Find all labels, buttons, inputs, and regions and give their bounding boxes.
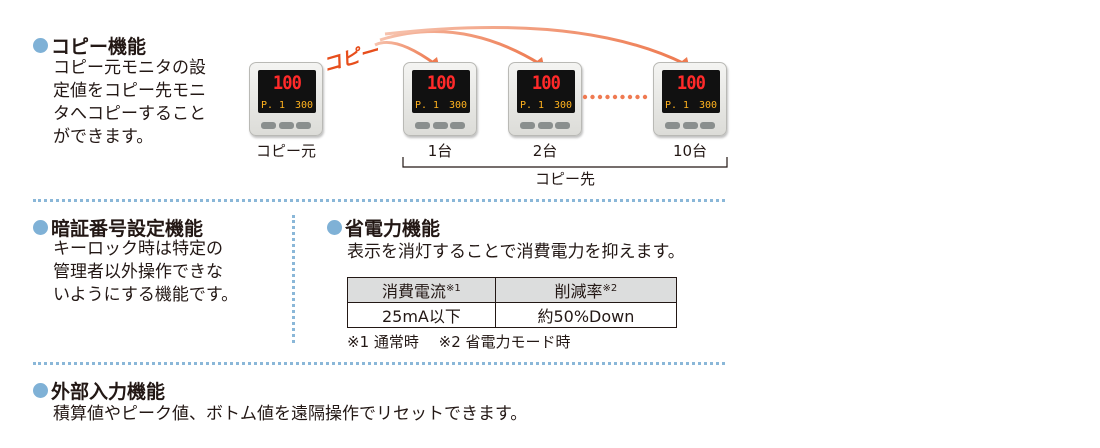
- pin-line: キーロック時は特定の: [53, 239, 223, 259]
- pin-heading: 暗証番号設定機能: [33, 214, 203, 241]
- monitor-screen: 100 P. 1 300: [258, 70, 316, 113]
- monitor-sub-label: P. 1: [261, 100, 286, 111]
- bullet-icon: [33, 383, 48, 398]
- ellipsis-dot: [612, 94, 618, 100]
- power-spec-table: 消費電流※1 削減率※2 25mA以下 約50%Down: [347, 277, 678, 328]
- bullet-icon: [33, 220, 48, 235]
- table-header-row: 消費電流※1 削減率※2: [347, 277, 678, 303]
- copy-description: コピー元モニタの設 定値をコピー先モニ タへコピーすること ができます。: [53, 57, 206, 149]
- copy-line: ができます。: [53, 127, 154, 147]
- ellipsis-dot: [620, 94, 625, 100]
- monitor-key: [520, 122, 535, 129]
- ellipsis-dot: [605, 94, 610, 100]
- pin-line: 管理者以外操作できな: [53, 262, 223, 282]
- target10-label: 10台: [672, 142, 708, 160]
- targets-bracket: [402, 157, 728, 168]
- monitor-sub-value: 300: [698, 100, 717, 111]
- monitor-key: [296, 122, 311, 129]
- ellipsis-dot: [642, 94, 648, 100]
- target1-label: 1台: [427, 142, 453, 160]
- arrow-to-target1: [374, 40, 436, 66]
- monitor-sub-value: 300: [448, 100, 467, 111]
- copy-line: タへコピーすること: [53, 104, 206, 124]
- monitor-sub-label: P. 1: [415, 100, 440, 111]
- monitor-sub-label: P. 1: [665, 100, 690, 111]
- ellipsis-dot: [597, 94, 603, 100]
- monitor-key: [278, 122, 294, 129]
- monitor-main-value: 100: [676, 72, 706, 94]
- monitor-key: [665, 122, 680, 129]
- copy-line: コピー元モニタの設: [53, 58, 206, 78]
- monitor-screen: 100 P. 1 300: [517, 70, 575, 113]
- monitor-screen: 100 P. 1 300: [412, 70, 470, 113]
- ellipsis-dots: [582, 94, 648, 100]
- source-label: コピー元: [255, 142, 316, 160]
- ellipsis-dot: [627, 94, 633, 100]
- monitor-key: [450, 122, 465, 129]
- monitor-main-value: 100: [426, 72, 456, 94]
- current-value-cell: 25mA以下: [347, 302, 496, 328]
- monitor-main-value: 100: [272, 72, 302, 94]
- section-divider: [33, 199, 725, 202]
- copy-title: コピー機能: [51, 36, 147, 58]
- power-description: 表示を消灯することで消費電力を抑えます。: [347, 242, 685, 262]
- monitor-main-value: 100: [531, 72, 561, 94]
- note-mark-1: ※1: [446, 283, 461, 294]
- monitor-key: [537, 122, 553, 129]
- monitor-sub-value: 300: [553, 100, 572, 111]
- section-divider: [33, 362, 725, 365]
- monitor-key: [432, 122, 448, 129]
- table-row: 25mA以下 約50%Down: [347, 302, 678, 328]
- current-header-text: 消費電流: [382, 282, 447, 301]
- arrow-to-target10: [384, 25, 686, 66]
- power-heading: 省電力機能: [327, 214, 440, 241]
- monitor-key: [261, 122, 276, 129]
- bullet-icon: [327, 220, 342, 235]
- monitor-sub-label: P. 1: [520, 100, 545, 111]
- reduction-header-text: 削減率: [554, 282, 603, 301]
- input-description: 積算値やピーク値、ボトム値を遠隔操作でリセットできます。: [53, 404, 528, 424]
- input-heading: 外部入力機能: [33, 377, 165, 404]
- power-title: 省電力機能: [345, 218, 441, 240]
- table-header-reduction: 削減率※2: [494, 277, 678, 303]
- monitor-key: [682, 122, 698, 129]
- pin-description: キーロック時は特定の 管理者以外操作できな いようにする機能です。: [53, 238, 238, 307]
- monitor-screen: 100 P. 1 300: [662, 70, 720, 113]
- monitor-key: [415, 122, 430, 129]
- ellipsis-dot: [590, 94, 595, 100]
- table-header-current: 消費電流※1: [347, 277, 496, 303]
- power-notes: ※1 通常時 ※2 省電力モード時: [347, 333, 571, 351]
- ellipsis-dot: [635, 94, 640, 100]
- reduction-value-cell: 約50%Down: [494, 302, 678, 328]
- note-mark-2: ※2: [602, 283, 618, 294]
- monitor-key: [700, 122, 715, 129]
- arrow-to-target2: [379, 30, 541, 66]
- bullet-icon: [33, 38, 48, 53]
- pin-line: いようにする機能です。: [53, 285, 239, 305]
- targets-label: コピー先: [534, 170, 595, 188]
- target2-label: 2台: [532, 142, 558, 160]
- source-monitor: 100 P. 1 300: [249, 62, 323, 136]
- copy-heading: コピー機能: [33, 32, 146, 59]
- monitor-sub-value: 300: [294, 100, 313, 111]
- target-monitor-1: 100 P. 1 300: [403, 62, 477, 136]
- copy-arrow-label: コピー: [320, 40, 382, 77]
- pin-title: 暗証番号設定機能: [51, 218, 204, 240]
- column-divider: [292, 215, 295, 343]
- copy-line: 定値をコピー先モニ: [53, 81, 206, 101]
- target-monitor-2: 100 P. 1 300: [508, 62, 582, 136]
- target-monitor-10: 100 P. 1 300: [653, 62, 727, 136]
- monitor-key: [555, 122, 570, 129]
- input-title: 外部入力機能: [51, 381, 166, 403]
- ellipsis-dot: [582, 94, 588, 100]
